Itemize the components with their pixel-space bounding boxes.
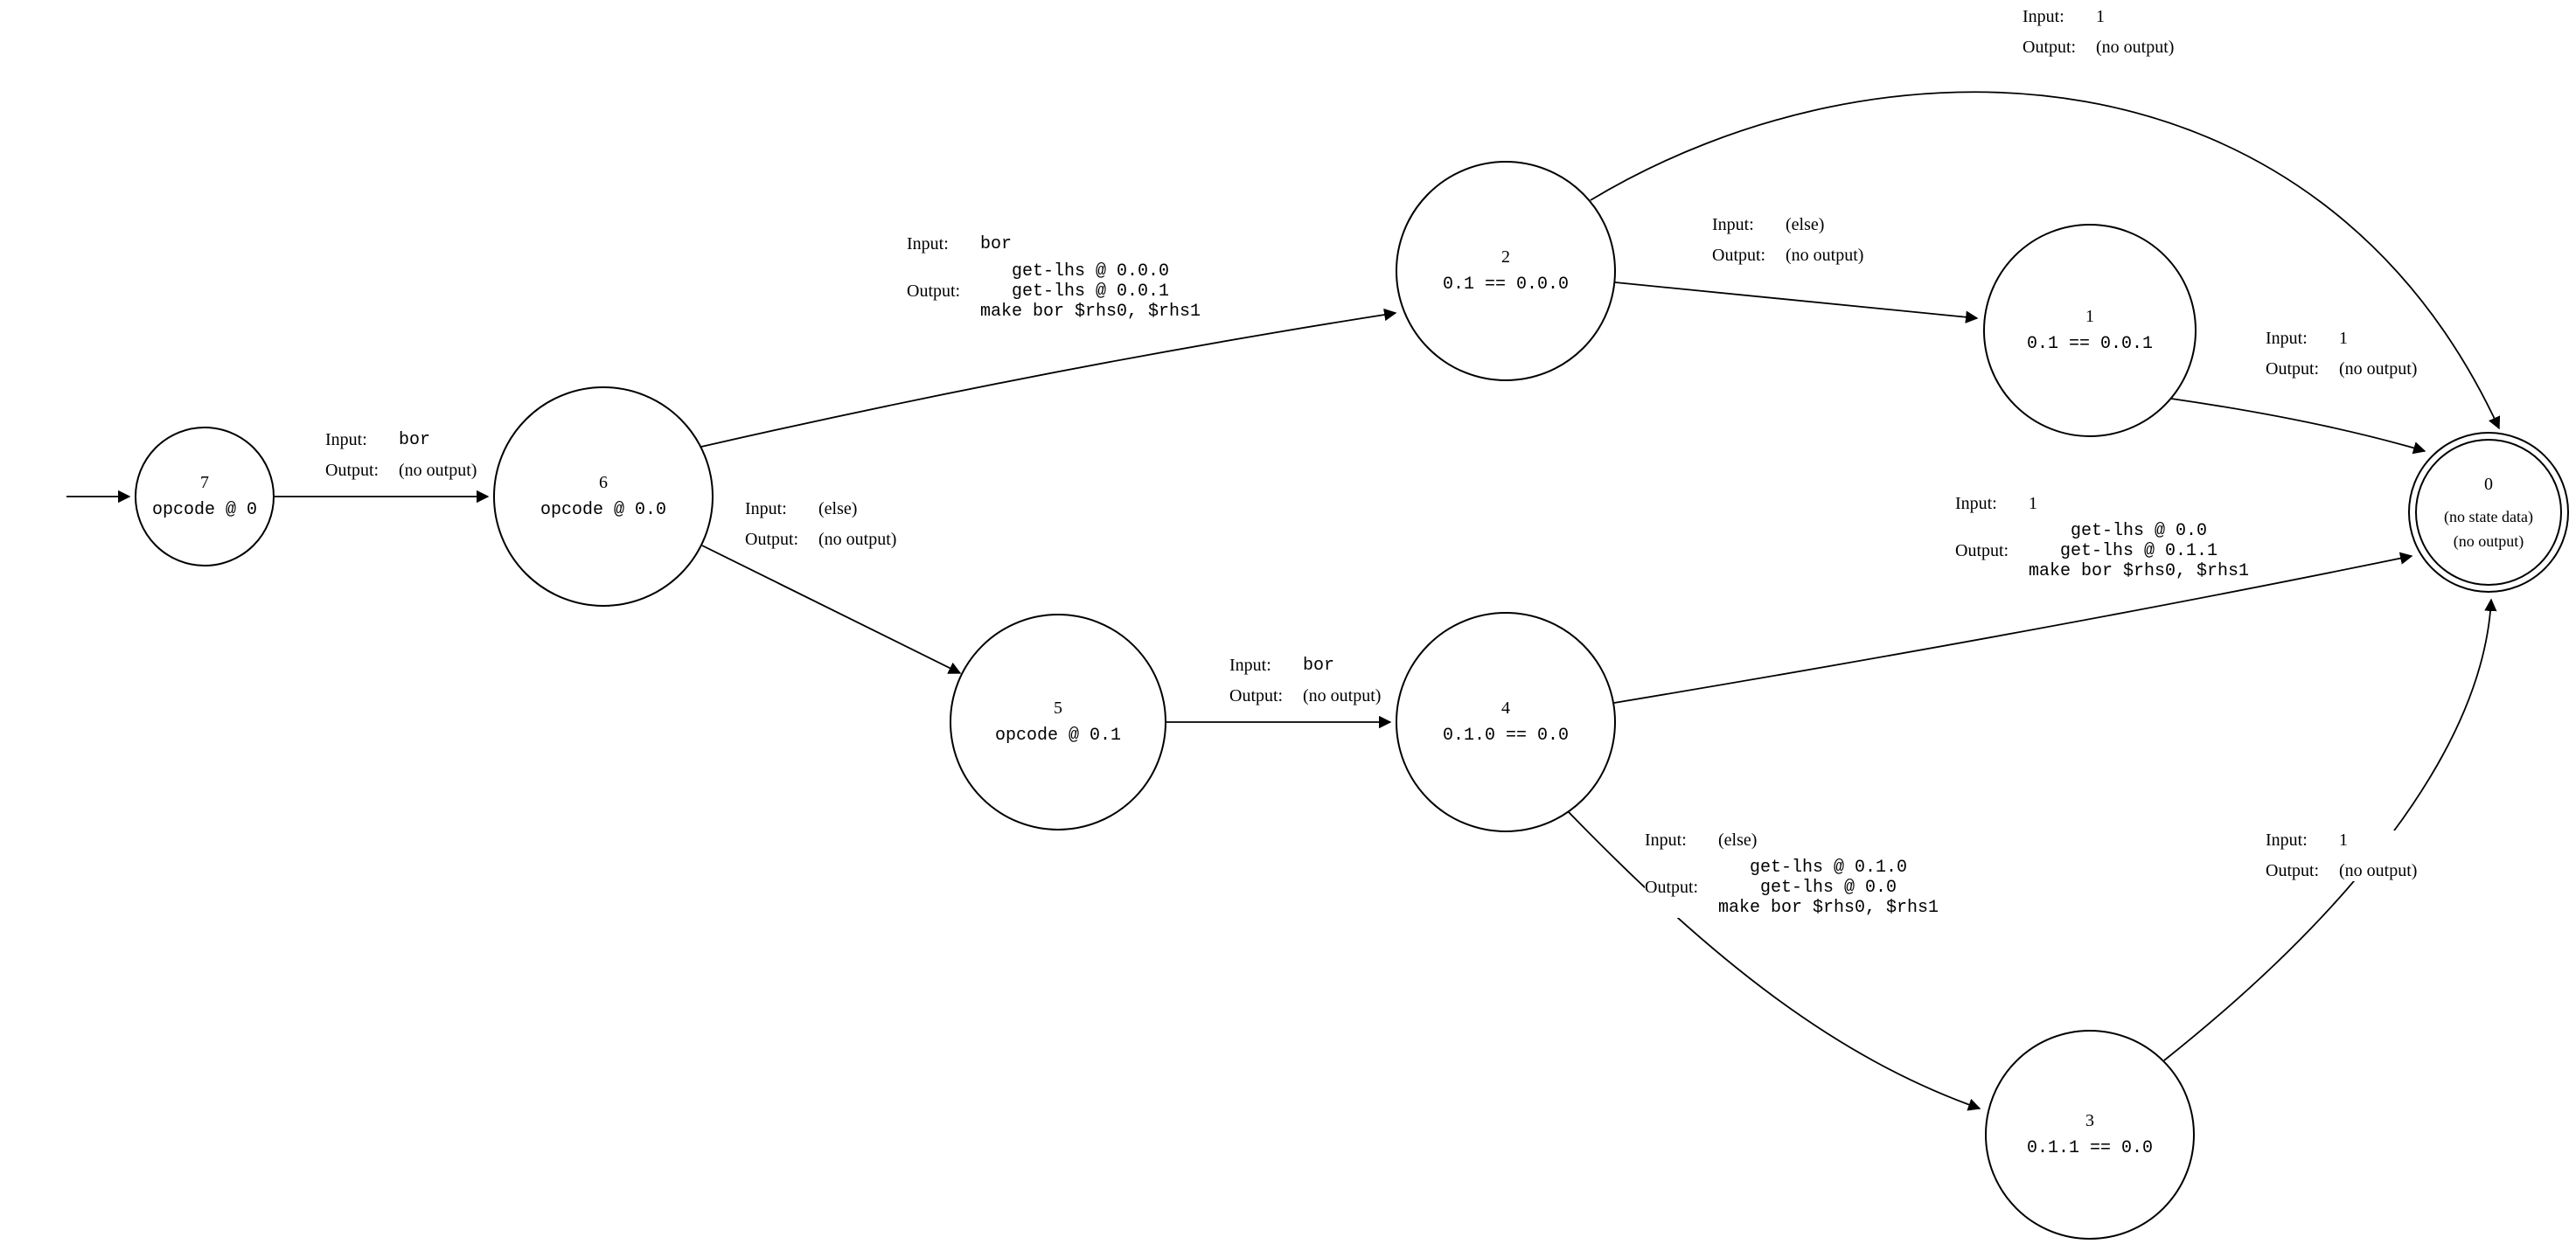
output-value: (no output) — [2339, 861, 2418, 880]
state-3-data: 0.1.1 == 0.0 — [2026, 1138, 2154, 1158]
edge-label-3-0: Input: 1 Output: (no output) — [2266, 830, 2418, 881]
state-3: 3 0.1.1 == 0.0 — [1985, 1030, 2195, 1240]
input-value: 1 — [2029, 494, 2037, 513]
edge-2-to-1 — [1614, 281, 1979, 323]
input-key: Input: — [2023, 7, 2064, 26]
edge-6-to-5 — [701, 545, 962, 674]
edge-label-1-0: Input: 1 Output: (no output) — [2266, 329, 2418, 379]
input-key: Input: — [1955, 494, 1997, 513]
state-2-number: 2 — [1501, 247, 1510, 267]
input-value: bor — [399, 430, 431, 450]
input-value: 1 — [2096, 7, 2105, 26]
output-key: Output: — [325, 461, 379, 480]
state-2-data: 0.1 == 0.0.0 — [1442, 275, 1570, 295]
edge-label-5-4: Input: bor Output: (no output) — [1229, 656, 1382, 706]
edge-4-to-0 — [1613, 552, 2413, 704]
input-key: Input: — [1645, 830, 1687, 850]
state-1-data: 0.1 == 0.0.1 — [2026, 334, 2154, 354]
state-0-accepting: 0 (no state data) (no output) — [2408, 432, 2569, 593]
output-key: Output: — [1955, 541, 2009, 560]
edge-1-to-0 — [2170, 398, 2426, 455]
output-value: (no output) — [2339, 359, 2418, 379]
state-1-number: 1 — [2085, 307, 2094, 326]
output-key: Output: — [1229, 686, 1284, 705]
input-key: Input: — [2266, 830, 2308, 850]
input-key: Input: — [325, 430, 367, 449]
output-key: Output: — [745, 530, 799, 549]
output-key: Output: — [2266, 359, 2320, 379]
state-5-number: 5 — [1054, 698, 1062, 718]
state-1: 1 0.1 == 0.0.1 — [1983, 224, 2197, 437]
state-3-number: 3 — [2085, 1111, 2094, 1130]
input-key: Input: — [1229, 656, 1271, 675]
edge-label-2-1: Input: (else) Output: (no output) — [1712, 215, 1864, 266]
state-4-number: 4 — [1501, 698, 1510, 718]
state-6: 6 opcode @ 0.0 — [493, 386, 714, 607]
output-value: (no output) — [1303, 686, 1382, 705]
state-7-number: 7 — [200, 473, 209, 492]
edge-label-7-6: Input: bor Output: (no output) — [325, 430, 477, 481]
input-key: Input: — [1712, 215, 1754, 234]
output-value: (no output) — [2096, 38, 2175, 57]
output-key: Output: — [1712, 246, 1766, 265]
state-0-output: (no output) — [2453, 532, 2524, 550]
output-key: Output: — [907, 281, 961, 301]
edge-4-to-3 — [1568, 811, 1981, 1111]
state-7: 7 opcode @ 0 — [135, 427, 275, 566]
state-6-number: 6 — [599, 473, 608, 492]
output-value: (no output) — [399, 461, 477, 480]
state-6-data: opcode @ 0.0 — [540, 500, 667, 520]
output-value: (no output) — [818, 530, 897, 549]
edge-6-to-2 — [700, 308, 1397, 448]
output-key: Output: — [2023, 38, 2077, 57]
input-value: bor — [980, 234, 1013, 254]
output-key: Output: — [2266, 861, 2320, 880]
state-7-data: opcode @ 0 — [151, 500, 258, 520]
input-value: bor — [1303, 656, 1335, 676]
edge-label-2-0: Input: 1 Output: (no output) — [2023, 7, 2175, 58]
output-value: (no output) — [1786, 246, 1864, 265]
edge-label-6-5: Input: (else) Output: (no output) — [745, 499, 897, 550]
edge-2-to-0 — [1590, 91, 2501, 430]
state-4: 4 0.1.0 == 0.0 — [1396, 612, 1616, 832]
input-key: Input: — [2266, 329, 2308, 348]
state-0-number: 0 — [2484, 475, 2493, 494]
state-4-data: 0.1.0 == 0.0 — [1442, 726, 1570, 746]
state-2: 2 0.1 == 0.0.0 — [1396, 161, 1616, 381]
input-value: (else) — [1786, 215, 1825, 234]
output-key: Output: — [1645, 878, 1699, 897]
input-value: (else) — [818, 499, 858, 518]
input-key: Input: — [907, 234, 949, 254]
input-key: Input: — [745, 499, 787, 518]
input-value: (else) — [1718, 830, 1758, 850]
input-value: 1 — [2339, 830, 2348, 850]
input-value: 1 — [2339, 329, 2348, 348]
state-5-data: opcode @ 0.1 — [994, 726, 1122, 746]
state-5: 5 opcode @ 0.1 — [950, 614, 1166, 830]
state-0-data: (no state data) — [2444, 508, 2533, 525]
